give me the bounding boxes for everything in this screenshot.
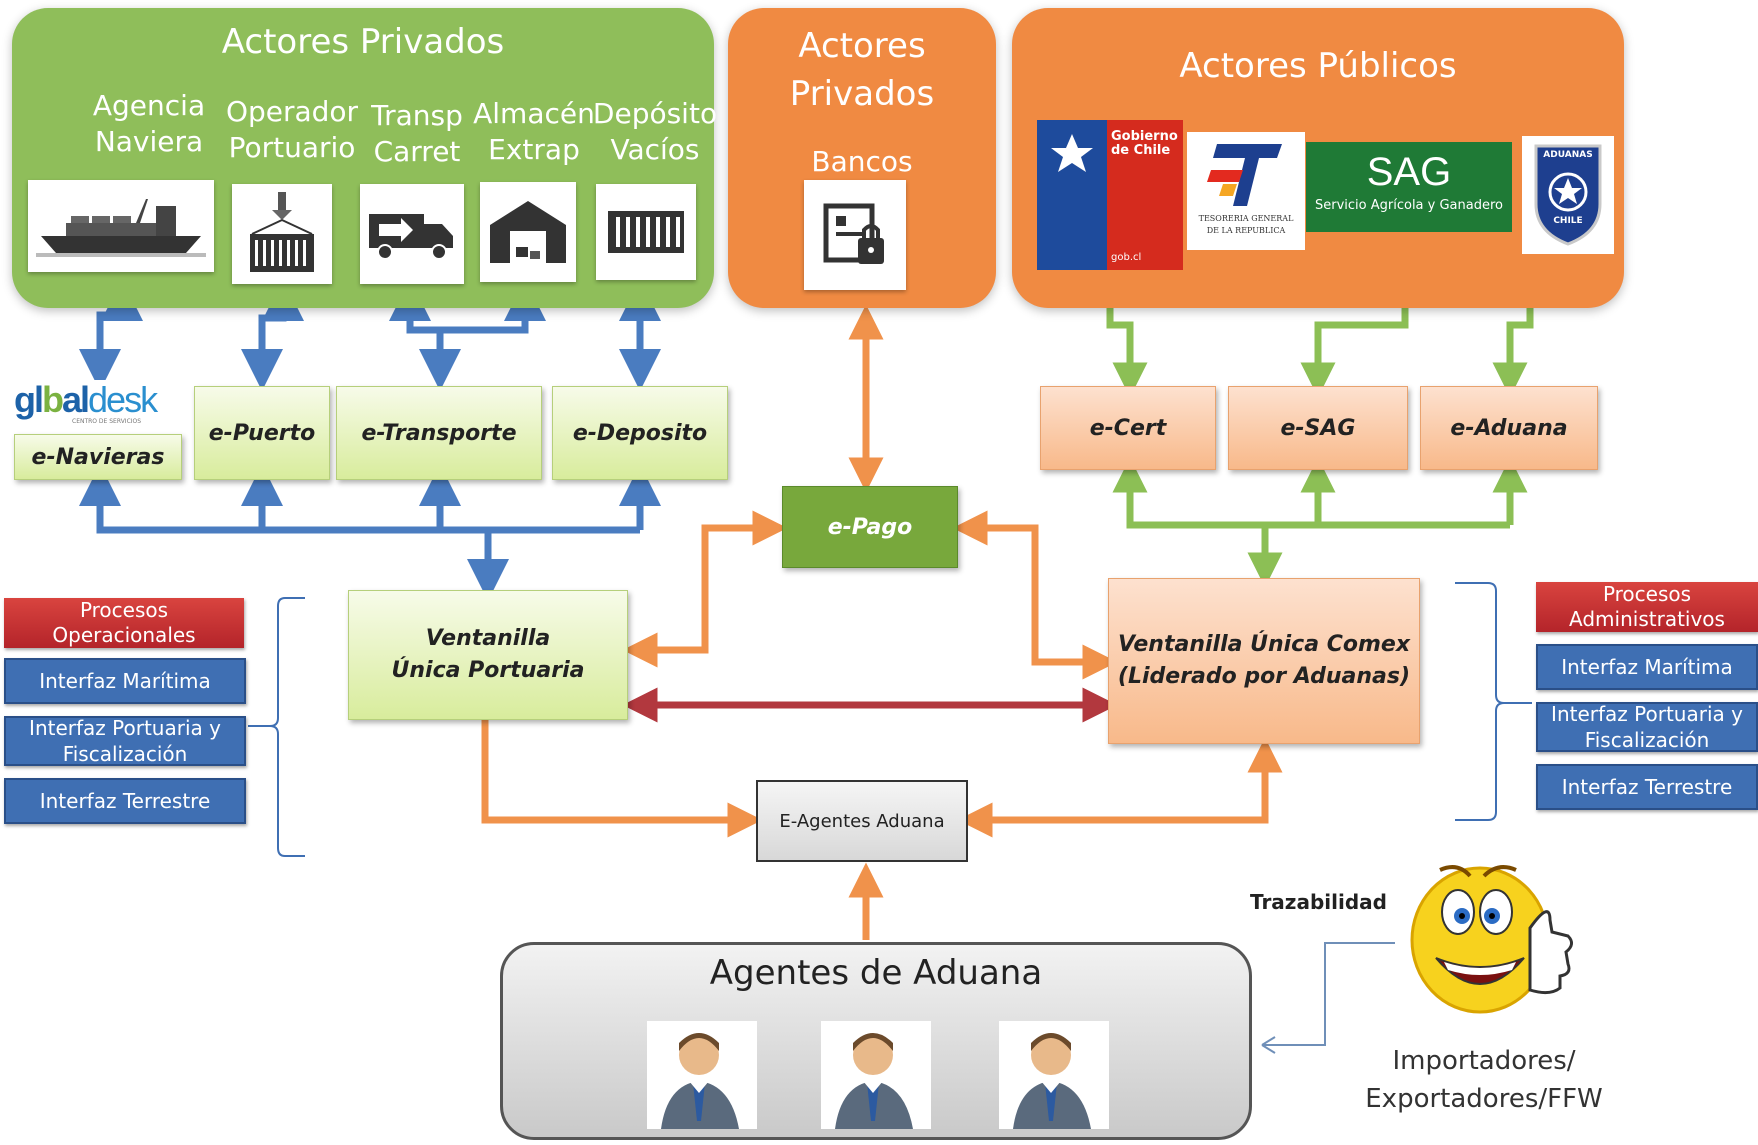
aduanas-logo: ADUANAS CHILE xyxy=(1522,136,1614,254)
sag-logo: SAG Servicio Agrícola y Ganadero xyxy=(1306,142,1512,232)
gobierno-de-chile-logo: Gobierno de Chile gob.cl xyxy=(1037,120,1183,270)
globaldesk-logo-a: gl xyxy=(14,379,44,420)
agent-avatar-2 xyxy=(821,1021,931,1129)
label-agencia-naviera: Agencia Naviera xyxy=(92,89,206,158)
e-navieras-box: e-Navieras xyxy=(14,434,182,480)
orange-arrows xyxy=(467,304,1283,940)
label-transp-carret: Transp Carret xyxy=(371,99,463,168)
gobierno-line1: Gobierno xyxy=(1111,129,1178,144)
ventanilla-unica-portuaria: Ventanilla Única Portuaria xyxy=(348,590,628,720)
trazabilidad-connector xyxy=(1262,942,1395,1046)
e-aduana-box: e-Aduana xyxy=(1420,386,1598,470)
left-interfaz-maritima: Interfaz Marítima xyxy=(4,658,246,704)
truck-icon xyxy=(360,184,464,284)
ventanilla-portuaria-line1: Ventanilla xyxy=(425,626,551,651)
blue-arrows-top xyxy=(79,279,661,601)
ship-icon xyxy=(28,180,214,272)
e-transporte-box: e-Transporte xyxy=(336,386,542,480)
banks-label: Bancos xyxy=(811,145,913,178)
aduanas-shield-icon xyxy=(1534,144,1602,246)
aduanas-top-text: ADUANAS xyxy=(1543,150,1593,160)
trazabilidad-label: Trazabilidad xyxy=(1250,890,1387,914)
e-cert-box: e-Cert xyxy=(1040,386,1216,470)
container-icon xyxy=(596,184,696,280)
globaldesk-logo-b: b xyxy=(42,379,64,420)
importadores-label: Importadores/ Exportadores/FFW xyxy=(1344,1042,1624,1118)
procesos-operacionales-header: Procesos Operacionales xyxy=(4,598,244,648)
banks-panel: Actores Privados Bancos xyxy=(728,8,996,308)
globaldesk-tagline: CENTRO DE SERVICIOS xyxy=(72,418,142,425)
label-operador-portuario: Operador Portuario xyxy=(225,95,359,164)
e-pago-box: e-Pago xyxy=(782,486,958,568)
public-actors-title: Actores Públicos xyxy=(1179,46,1457,86)
agent-avatar-1 xyxy=(647,1021,757,1129)
e-deposito-box: e-Deposito xyxy=(552,386,728,480)
smiley-thumbs-up-icon xyxy=(1400,840,1580,1020)
agentes-title: Agentes de Aduana xyxy=(709,953,1043,993)
right-interfaz-portuaria: Interfaz Portuaria y Fiscalización xyxy=(1536,702,1758,752)
ventanilla-unica-comex: Ventanilla Única Comex (Liderado por Adu… xyxy=(1108,578,1420,744)
private-actors-panel: Actores Privados Agencia Naviera Operado… xyxy=(12,8,717,308)
importadores-line2: Exportadores/FFW xyxy=(1365,1084,1603,1114)
ventanilla-portuaria-line2: Única Portuaria xyxy=(391,658,585,683)
right-interfaz-maritima: Interfaz Marítima xyxy=(1536,644,1758,690)
container-crane-icon xyxy=(232,184,332,284)
e-sag-box: e-SAG xyxy=(1228,386,1408,470)
sag-subtitle: Servicio Agrícola y Ganadero xyxy=(1315,198,1503,213)
ventanilla-comex-line2: (Liderado por Aduanas) xyxy=(1117,664,1411,689)
banks-panel-title: Actores Privados xyxy=(789,26,935,114)
aduanas-bottom-text: CHILE xyxy=(1553,216,1583,226)
agentes-de-aduana-panel: Agentes de Aduana xyxy=(500,942,1252,1140)
e-puerto-box: e-Puerto xyxy=(194,386,330,480)
tesoreria-line2: DE LA REPUBLICA xyxy=(1206,226,1286,235)
right-interfaz-terrestre: Interfaz Terrestre xyxy=(1536,764,1758,810)
e-agentes-aduana-box: E-Agentes Aduana xyxy=(756,780,968,862)
chile-coat-of-arms-icon xyxy=(1037,120,1107,195)
private-actors-title: Actores Privados xyxy=(221,22,505,62)
globaldesk-logo-c: al xyxy=(62,379,90,420)
left-interfaz-portuaria: Interfaz Portuaria y Fiscalización xyxy=(4,716,246,766)
tesoreria-logo: TESORERIA GENERAL DE LA REPUBLICA xyxy=(1187,132,1305,250)
public-actors-panel: Actores Públicos Gobierno de Chile gob.c… xyxy=(1012,8,1624,308)
globaldesk-logo: glbaldesk CENTRO DE SERVICIOS xyxy=(12,380,184,430)
warehouse-icon xyxy=(480,182,576,282)
sag-name: SAG xyxy=(1366,150,1452,194)
left-brace xyxy=(248,597,305,857)
agent-avatar-3 xyxy=(999,1021,1109,1129)
tesoreria-t-icon xyxy=(1207,144,1282,206)
right-brace xyxy=(1455,582,1532,821)
label-almacen-extrap: Almacén Extrap xyxy=(473,97,595,166)
importadores-line1: Importadores/ xyxy=(1392,1046,1576,1076)
procesos-administrativos-header: Procesos Administrativos xyxy=(1536,582,1758,632)
left-interfaz-terrestre: Interfaz Terrestre xyxy=(4,778,246,824)
bank-safe-icon xyxy=(804,180,906,290)
ventanilla-comex-line1: Ventanilla Única Comex xyxy=(1117,632,1411,657)
gobierno-line2: de Chile xyxy=(1111,143,1171,158)
gobierno-footer: gob.cl xyxy=(1111,252,1142,263)
label-deposito-vacios: Depósito Vacíos xyxy=(592,97,718,166)
tesoreria-line1: TESORERIA GENERAL xyxy=(1198,214,1294,223)
globaldesk-logo-d: desk xyxy=(88,379,158,420)
